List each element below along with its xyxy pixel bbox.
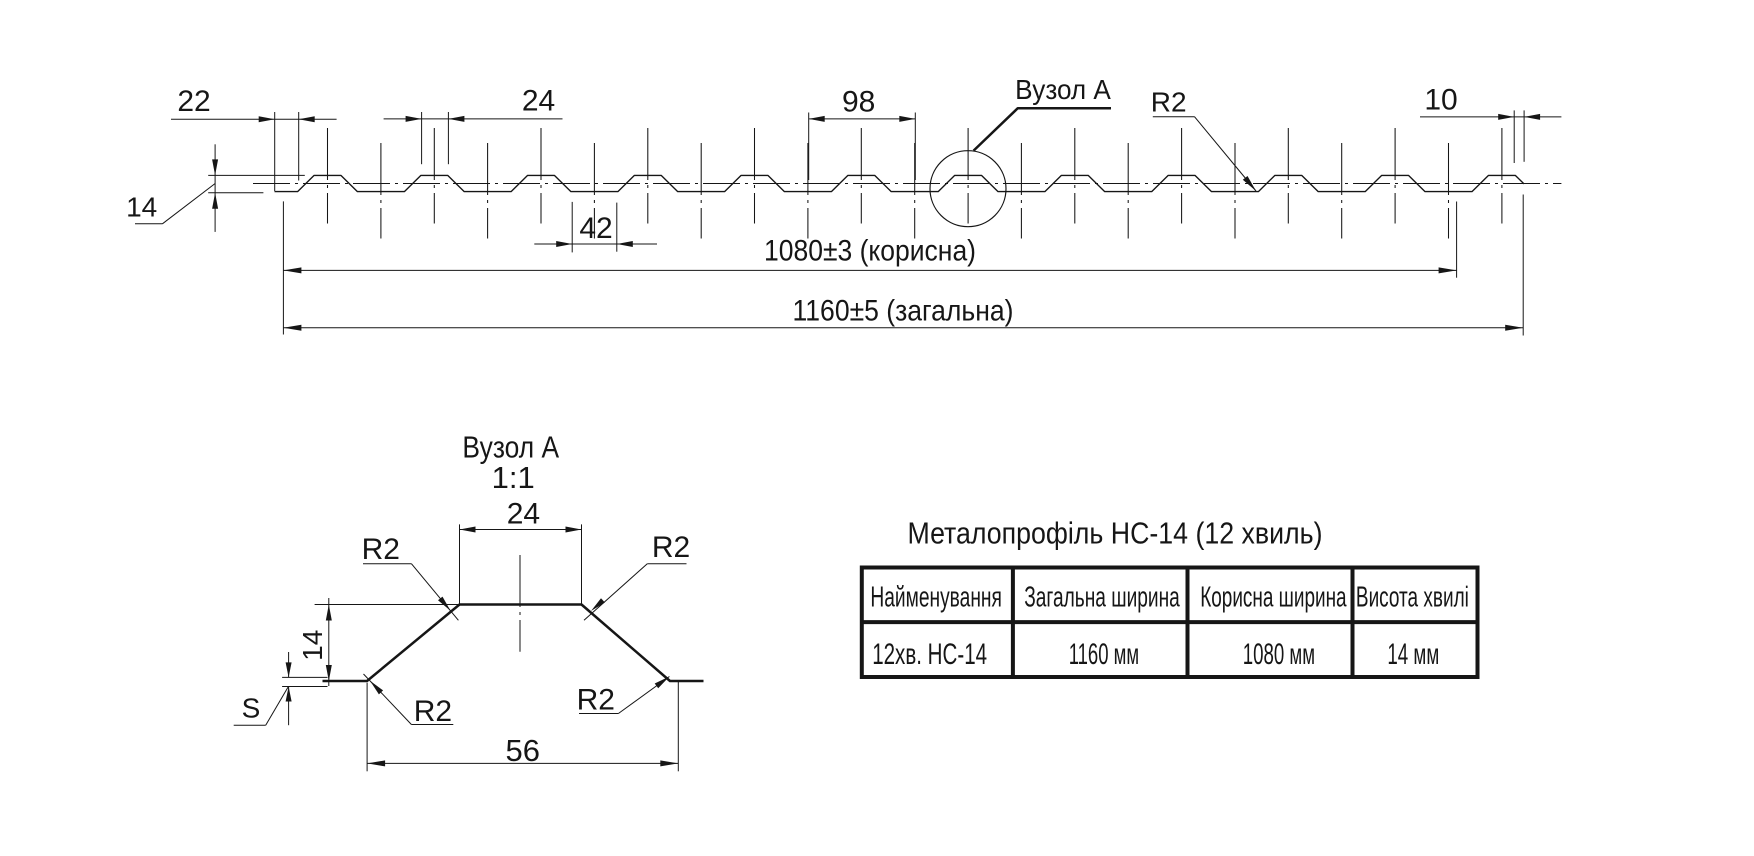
svg-text:10: 10	[1424, 84, 1457, 117]
svg-text:14 мм: 14 мм	[1387, 638, 1439, 671]
svg-text:1160 мм: 1160 мм	[1069, 638, 1139, 671]
svg-text:24: 24	[507, 498, 540, 531]
svg-text:14: 14	[297, 630, 328, 661]
svg-text:R2: R2	[414, 695, 452, 728]
svg-text:12хв. НС-14: 12хв. НС-14	[872, 638, 987, 671]
svg-text:56: 56	[505, 733, 539, 768]
svg-text:Корисна ширина: Корисна ширина	[1200, 582, 1347, 614]
svg-text:24: 24	[522, 85, 555, 118]
svg-text:R2: R2	[577, 684, 615, 717]
svg-text:1080 мм: 1080 мм	[1243, 638, 1315, 671]
svg-text:R2: R2	[652, 531, 690, 564]
svg-text:1160±5 (загальна): 1160±5 (загальна)	[793, 295, 1014, 328]
svg-text:1080±3 (корисна): 1080±3 (корисна)	[764, 235, 976, 268]
svg-text:42: 42	[579, 212, 612, 245]
svg-text:R2: R2	[1151, 86, 1187, 117]
svg-text:Металопрофіль НС-14 (12 хвиль): Металопрофіль НС-14 (12 хвиль)	[908, 516, 1323, 551]
svg-text:98: 98	[842, 86, 875, 119]
svg-text:S: S	[242, 692, 261, 723]
svg-text:Висота хвилі: Висота хвилі	[1356, 582, 1469, 614]
svg-text:22: 22	[177, 85, 210, 118]
svg-text:14: 14	[126, 191, 157, 222]
svg-text:Вузол А: Вузол А	[1015, 74, 1111, 105]
svg-text:1:1: 1:1	[492, 460, 535, 495]
svg-text:R2: R2	[362, 533, 400, 566]
svg-text:Загальна ширина: Загальна ширина	[1024, 582, 1180, 614]
svg-text:Вузол А: Вузол А	[462, 430, 559, 465]
svg-text:Найменування: Найменування	[870, 582, 1002, 614]
